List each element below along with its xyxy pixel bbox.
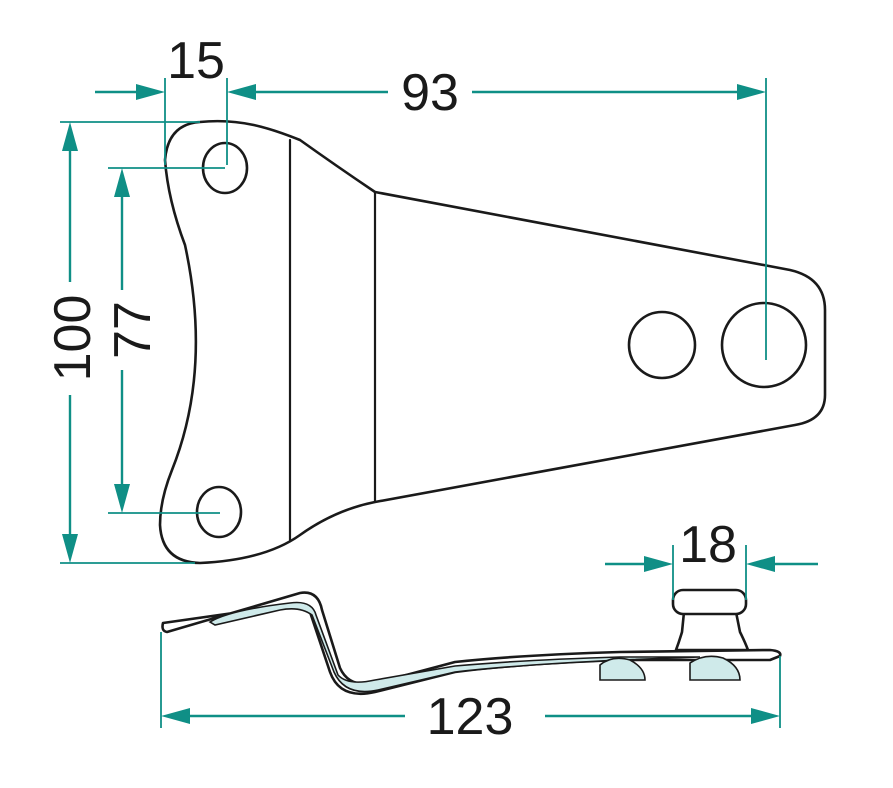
- dim-123-arrow-left: [161, 708, 190, 724]
- roller-right: [689, 655, 741, 681]
- dim-93-label: 93: [401, 64, 459, 122]
- dim-18-label: 18: [679, 516, 737, 574]
- pivot-hole-small: [627, 310, 697, 380]
- dim-123-arrow-right: [751, 708, 780, 724]
- pivot-hole-large: [720, 301, 808, 389]
- dim-15-label: 15: [167, 32, 225, 90]
- roller-left: [599, 657, 646, 681]
- dimension-overall-length: 123: [160, 632, 781, 746]
- dim-123-label: 123: [427, 688, 514, 746]
- dim-77-label: 77: [104, 301, 162, 359]
- dim-100-label: 100: [44, 295, 102, 382]
- dim-15-arrow-right: [227, 84, 256, 100]
- dim-15-arrow-left: [136, 84, 165, 100]
- bracket-side-inner-face: [208, 601, 701, 693]
- pin-stem: [674, 610, 750, 652]
- dimension-hole-spacing-vertical: 77: [104, 167, 225, 514]
- bracket-top-view: [158, 119, 827, 565]
- dim-18-arrow-right: [746, 556, 775, 572]
- mounting-hole-bottom: [195, 485, 243, 539]
- dimension-hole-spacing-horizontal: 93: [250, 64, 767, 360]
- dim-100-arrow-top: [62, 122, 78, 151]
- dim-93-arrow-right: [737, 84, 766, 100]
- dim-100-arrow-bottom: [62, 534, 78, 563]
- dimension-overall-height: 100: [44, 121, 200, 564]
- dim-77-arrow-bottom: [114, 484, 130, 513]
- pin-head: [671, 588, 748, 616]
- dim-77-arrow-top: [114, 168, 130, 197]
- dim-18-arrow-left: [644, 556, 673, 572]
- bracket-side-view: [161, 588, 782, 696]
- bracket-plate-outline: [158, 119, 827, 565]
- dimension-pin-width: 18: [605, 516, 818, 600]
